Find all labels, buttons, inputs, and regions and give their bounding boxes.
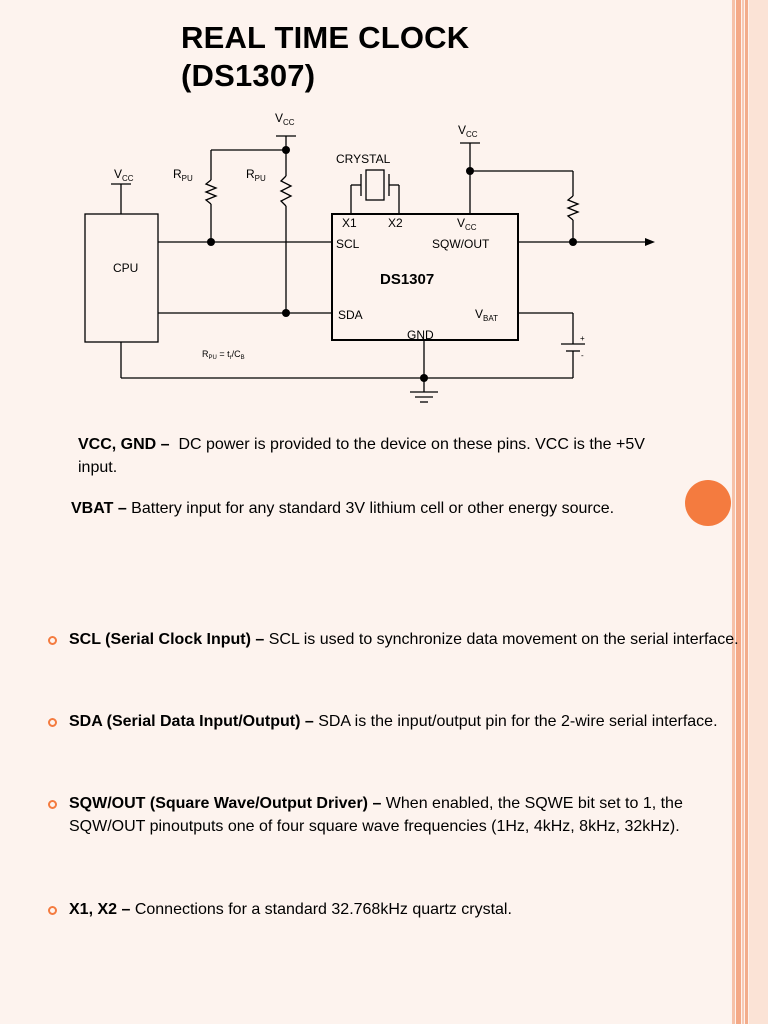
rpu-label: RPU [246, 167, 266, 183]
bullet-term: SQW/OUT (Square Wave/Output Driver) – [69, 795, 382, 812]
battery-plus: + [580, 334, 585, 343]
bullet-desc: SCL is used to synchronize data movement… [268, 631, 739, 648]
pin-term: VBAT – [71, 500, 127, 517]
pin-sda: SDA [338, 308, 363, 322]
decor-stripe [749, 0, 768, 1024]
cpu-label: CPU [113, 261, 138, 275]
pin-vcc: VCC [457, 216, 477, 232]
pin-desc: Battery input for any standard 3V lithiu… [131, 500, 615, 517]
pin-vbat: VBAT [475, 307, 498, 323]
bullet-desc: Connections for a standard 32.768kHz qua… [134, 901, 512, 918]
pin-desc-vbat: VBAT – Battery input for any standard 3V… [71, 497, 681, 520]
decor-stripe [736, 0, 741, 1024]
junction-dots [207, 146, 577, 382]
formula-label: RPU = tr/CB [202, 349, 245, 361]
cpu-box [84, 213, 159, 343]
bullet-term: SDA (Serial Data Input/Output) – [69, 713, 314, 730]
list-item: X1, X2 – Connections for a standard 32.7… [48, 898, 739, 921]
title-line-1: REAL TIME CLOCK [181, 20, 470, 55]
bullet-ring-icon [48, 636, 57, 645]
pin-scl: SCL [336, 237, 360, 251]
bullet-ring-icon [48, 906, 57, 915]
circuit-wires [84, 135, 645, 403]
pin-desc-vcc-gnd: VCC, GND – DC power is provided to the d… [78, 433, 688, 479]
bullet-desc: When enabled, the SQWE bit set to 1, the… [69, 795, 683, 835]
battery-minus: - [581, 351, 584, 360]
bullet-ring-icon [48, 800, 57, 809]
title-line-2: (DS1307) [181, 58, 316, 93]
vcc-label: VCC [275, 111, 295, 127]
crystal-label: CRYSTAL [336, 152, 391, 166]
pin-x1: X1 [342, 216, 357, 230]
vcc-label: VCC [458, 123, 478, 139]
chip-name: DS1307 [380, 271, 434, 288]
pin-x2: X2 [388, 216, 403, 230]
decor-stripe [732, 0, 735, 1024]
vcc-label: VCC [114, 167, 134, 183]
bullet-term: SCL (Serial Clock Input) – [69, 631, 265, 648]
circuit-diagram: VCC VCC VCC RPU RPU CRYSTAL CPU DS1307 X… [84, 111, 655, 403]
accent-circle [685, 480, 731, 526]
bullet-ring-icon [48, 718, 57, 727]
pin-term: VCC, GND – [78, 436, 170, 453]
output-arrow [645, 238, 655, 246]
bullet-desc: SDA is the input/output pin for the 2-wi… [318, 713, 718, 730]
list-item: SDA (Serial Data Input/Output) – SDA is … [48, 710, 739, 733]
list-item: SQW/OUT (Square Wave/Output Driver) – Wh… [48, 792, 739, 838]
pin-desc: DC power is provided to the device on th… [78, 436, 645, 476]
slide-title: REAL TIME CLOCK (DS1307) [181, 19, 469, 95]
decor-stripe [742, 0, 744, 1024]
rpu-label: RPU [173, 167, 193, 183]
bullet-term: X1, X2 – [69, 901, 131, 918]
decor-stripe [745, 0, 748, 1024]
list-item: SCL (Serial Clock Input) – SCL is used t… [48, 628, 739, 651]
pin-gnd: GND [407, 328, 434, 342]
pin-sqw: SQW/OUT [432, 237, 490, 251]
chip-box [331, 213, 519, 341]
